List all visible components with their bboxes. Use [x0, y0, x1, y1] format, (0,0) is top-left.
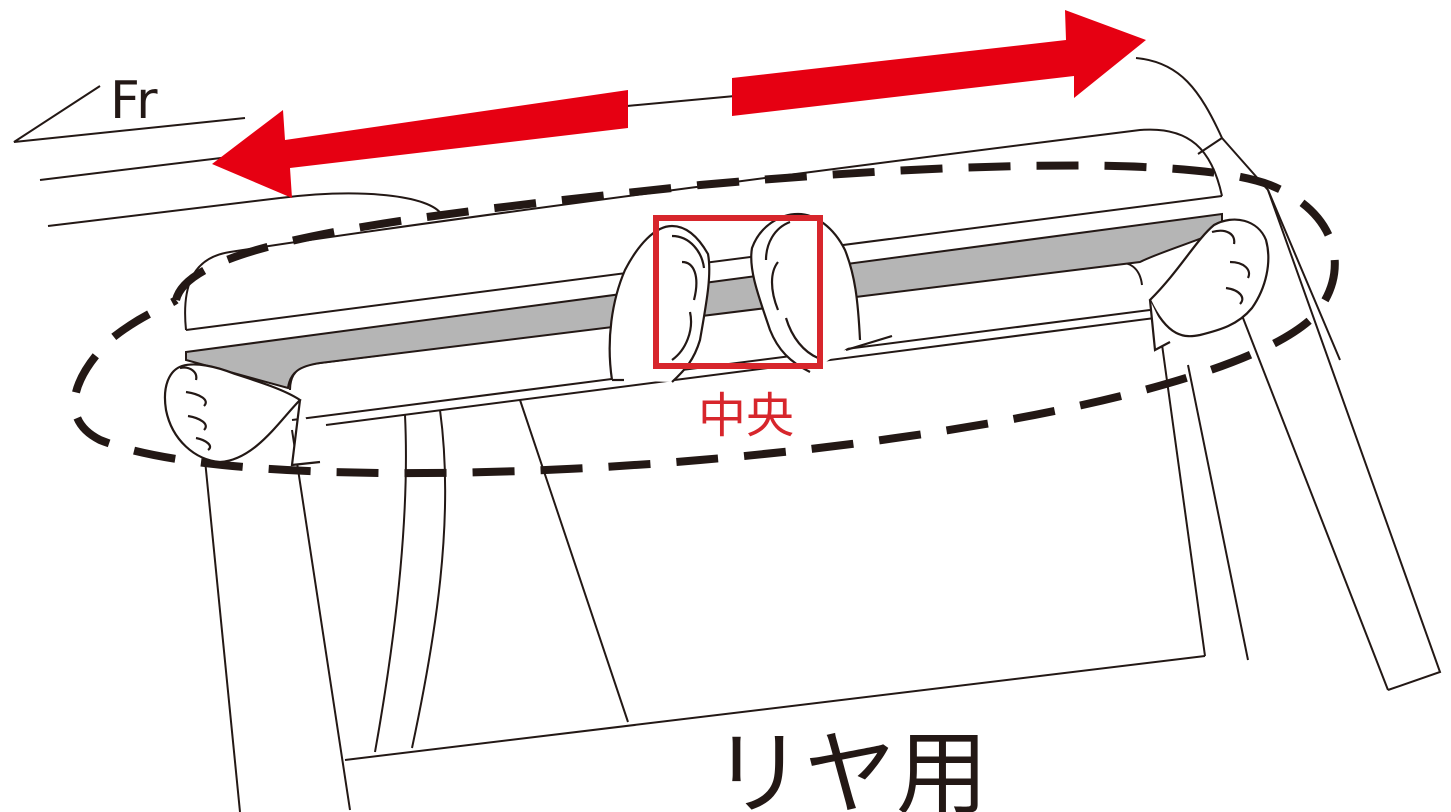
hand-icon [163, 212, 1270, 467]
arrow-left-icon [212, 90, 628, 198]
center-highlight-box [653, 215, 823, 369]
center-label: 中央 [698, 388, 794, 444]
arrow-right-icon [732, 10, 1146, 116]
vehicle-body-outline [184, 57, 1442, 812]
front-label: Fr [110, 71, 158, 131]
rear-use-label: リヤ用 [712, 721, 988, 812]
dashed-highlight-ellipse [70, 161, 1339, 478]
